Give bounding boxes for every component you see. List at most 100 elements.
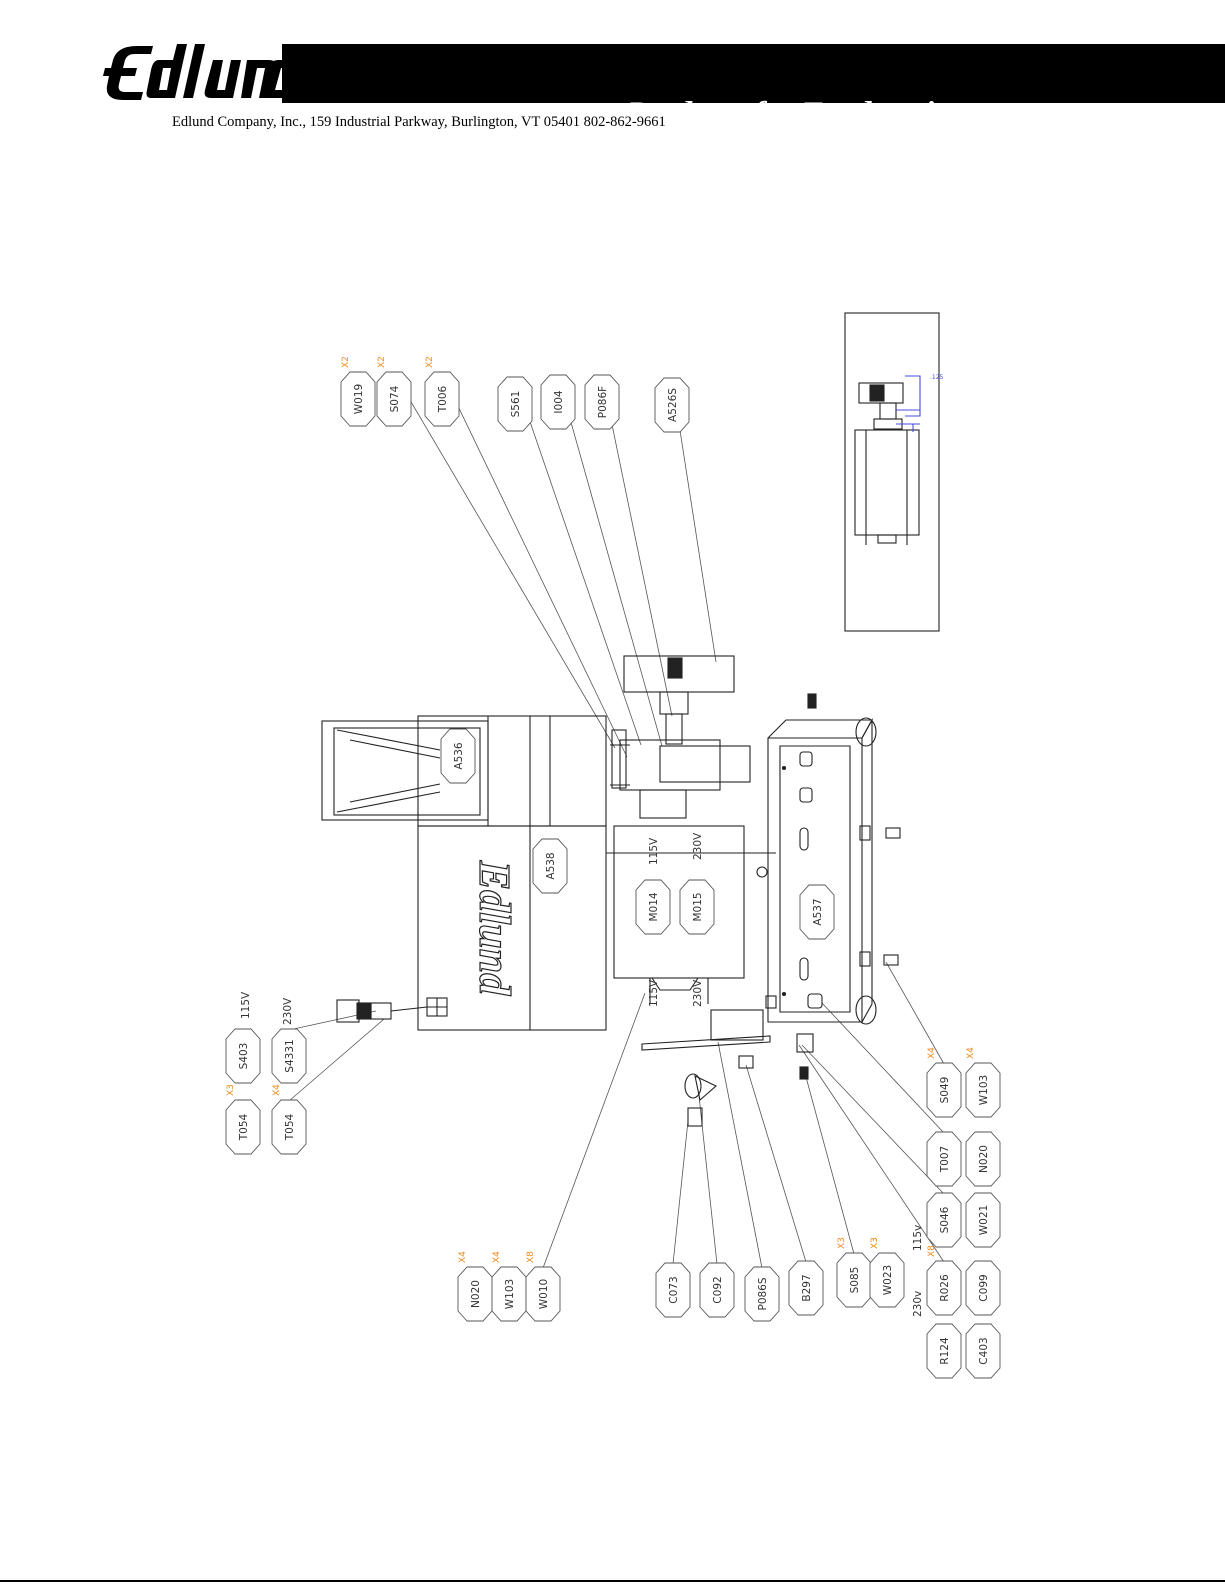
part-code: S046 <box>939 1206 951 1233</box>
part-quantity: X4 <box>492 1251 502 1263</box>
callout-bubble <box>965 1260 1001 1316</box>
part-quantity: X3 <box>837 1237 847 1249</box>
callout-bubble <box>532 838 568 894</box>
part-code: S4331 <box>284 1039 296 1072</box>
leader-line <box>514 377 642 746</box>
mechanical-drawing: Edlund <box>321 312 940 1127</box>
part-code: I004 <box>553 390 565 413</box>
part-callout: W023 X3 <box>869 1237 905 1308</box>
callout-bubble <box>926 1323 962 1379</box>
part-callout: S049 X4 <box>926 1047 962 1118</box>
edlund-logo <box>103 42 303 100</box>
callout-bubble <box>340 371 376 427</box>
part-code: T007 <box>939 1146 951 1173</box>
callout-bubble <box>225 1028 261 1084</box>
callout-bubble <box>584 374 620 430</box>
callout-bubble <box>836 1252 872 1308</box>
callout-bubble <box>965 1192 1001 1248</box>
part-callout: C092 <box>699 1262 735 1318</box>
part-callout: P086S <box>744 1266 780 1322</box>
part-code: S403 <box>238 1043 250 1070</box>
part-code: P086S <box>757 1277 769 1310</box>
voltage-label: 115V <box>648 837 660 865</box>
callout-bubble <box>699 1262 735 1318</box>
dimension-label: .125 <box>930 374 944 381</box>
part-code: W103 <box>504 1279 516 1309</box>
part-code: C403 <box>978 1337 990 1364</box>
leader-lines <box>288 372 945 1269</box>
callout-bubble <box>788 1260 824 1316</box>
part-callout: C403 <box>965 1323 1001 1379</box>
leader-line <box>745 1064 807 1263</box>
part-quantity: X4 <box>272 1084 282 1096</box>
leader-line <box>885 961 945 1065</box>
part-callout: I004 <box>540 374 576 430</box>
part-callout: S074 X2 <box>376 356 412 427</box>
part-quantity: X4 <box>927 1047 937 1059</box>
detail-view-frame <box>844 312 940 632</box>
part-code: B297 <box>801 1274 813 1301</box>
voltage-label: 115V <box>240 991 252 1019</box>
callout-bubble <box>965 1062 1001 1118</box>
part-code: W010 <box>538 1279 550 1309</box>
part-quantity: X2 <box>341 356 351 368</box>
part-callout: A537 <box>799 884 835 940</box>
callout-bubble <box>635 879 671 935</box>
part-code: A537 <box>812 898 824 925</box>
part-code: T006 <box>437 385 449 413</box>
part-code: C073 <box>668 1276 680 1303</box>
callout-bubble <box>497 376 533 432</box>
part-quantity: X8 <box>927 1245 937 1257</box>
voltage-label: 230V <box>282 997 294 1025</box>
header-bar: Products for Foodservice <box>282 44 1225 132</box>
part-callout: T006 X2 <box>424 356 460 427</box>
part-callout: S4331 <box>271 1028 307 1084</box>
callout-bubble <box>225 1099 261 1155</box>
leader-line <box>288 1018 385 1102</box>
callout-bubble <box>525 1266 561 1322</box>
part-callout: W021 <box>965 1192 1001 1248</box>
voltage-label: 115V <box>648 979 660 1007</box>
callout-bubble <box>926 1260 962 1316</box>
part-callout: S403 <box>225 1028 261 1084</box>
part-callout: B297 <box>788 1260 824 1316</box>
callout-bubble <box>540 374 576 430</box>
part-code: A538 <box>545 852 557 879</box>
callout-bubble <box>869 1252 905 1308</box>
callout-bubble <box>655 1262 691 1318</box>
part-quantity: X3 <box>870 1237 880 1249</box>
part-callout: A538 <box>532 838 568 894</box>
part-callout: A536 <box>440 728 476 784</box>
footer-rule <box>0 1580 1225 1582</box>
part-code: W023 <box>882 1265 894 1295</box>
callout-bubble <box>926 1062 962 1118</box>
callout-bubble <box>679 879 715 935</box>
part-code: W103 <box>978 1075 990 1105</box>
part-code: T054 <box>238 1113 250 1141</box>
part-code: R124 <box>939 1337 951 1365</box>
part-callout: M015 <box>679 879 715 935</box>
leader-line <box>601 375 673 717</box>
callout-bubble <box>744 1266 780 1322</box>
callout-bubble <box>926 1192 962 1248</box>
part-quantity: X4 <box>458 1251 468 1263</box>
leader-line <box>672 1120 689 1265</box>
part-quantity: X2 <box>425 356 435 368</box>
leader-line <box>805 1076 855 1255</box>
company-address: Edlund Company, Inc., 159 Industrial Par… <box>172 114 666 130</box>
voltage-label: 230v <box>912 1291 924 1317</box>
callout-bubble <box>965 1131 1001 1187</box>
part-code: S074 <box>389 385 401 412</box>
part-quantity: X2 <box>377 356 387 368</box>
part-quantity: X4 <box>966 1047 976 1059</box>
part-callout: N020 <box>965 1131 1001 1187</box>
part-code: S049 <box>939 1077 951 1104</box>
